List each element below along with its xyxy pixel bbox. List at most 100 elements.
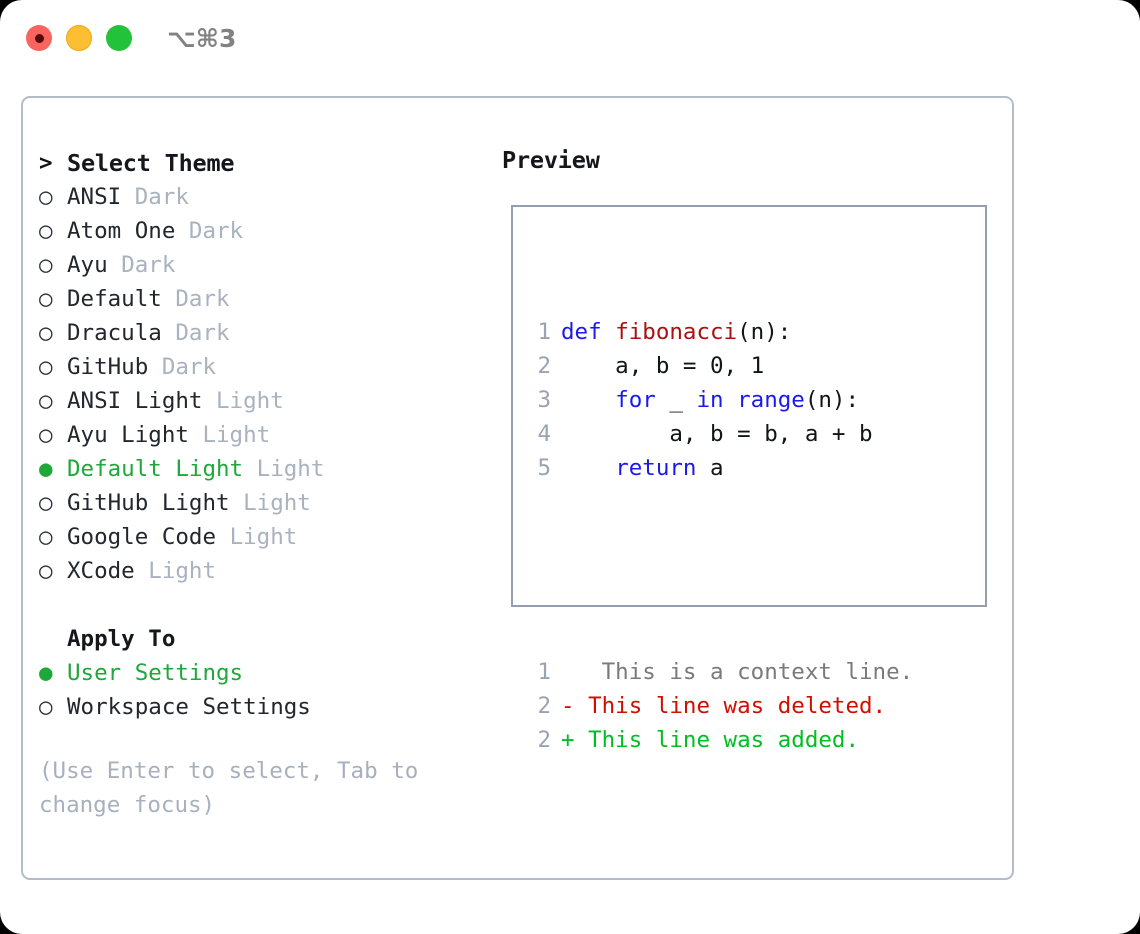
space	[135, 554, 149, 588]
apply-to-option-label: User Settings	[67, 660, 244, 686]
close-button[interactable]	[26, 25, 52, 51]
theme-list-item[interactable]: ○Ayu Dark	[39, 248, 469, 282]
keyboard-shortcut-label: ⌥⌘3	[167, 24, 237, 53]
apply-to-option-label: Workspace Settings	[67, 694, 311, 720]
line-number: 2	[537, 727, 551, 753]
code-token	[561, 383, 615, 417]
theme-list-item[interactable]: ○ Default Dark	[39, 282, 469, 316]
space	[108, 248, 122, 282]
theme-category-tag: Light	[229, 524, 298, 550]
theme-list-item[interactable]: ○ANSI Dark	[39, 180, 469, 214]
code-token	[561, 451, 615, 485]
theme-name: Atom One	[67, 218, 176, 244]
radio-selected-icon[interactable]: ●	[39, 660, 53, 686]
code-token: a, b = 0, 1	[561, 353, 765, 379]
theme-category-tag: Light	[243, 490, 311, 516]
radio-unselected-icon[interactable]: ○	[39, 388, 53, 414]
select-theme-header: > Select Theme	[39, 146, 469, 180]
apply-to-option[interactable]: ○ Workspace Settings	[39, 690, 469, 724]
theme-list: ○ANSI Dark○Atom One Dark○Ayu Dark○Defaul…	[39, 180, 469, 588]
space	[202, 384, 216, 418]
space	[216, 520, 230, 554]
apply-to-option[interactable]: ● User Settings	[39, 656, 469, 690]
space	[230, 486, 244, 520]
title-bar: ⌥⌘3	[0, 0, 1140, 78]
code-line: 4 a, b = b, a + b	[527, 417, 913, 451]
code-token: (n):	[804, 387, 860, 413]
line-number: 2	[537, 353, 551, 379]
code-token: a, b = b, a + b	[561, 421, 873, 447]
space	[175, 214, 189, 248]
code-token: def	[561, 319, 616, 345]
diff-line: 2+ This line was added.	[527, 723, 913, 757]
theme-list-item[interactable]: ○Atom One Dark	[39, 214, 469, 248]
theme-list-item[interactable]: ○ Dracula Dark	[39, 316, 469, 350]
theme-list-item[interactable]: ○ Ayu Light Light	[39, 418, 469, 452]
radio-unselected-icon[interactable]: ○	[39, 524, 53, 550]
minimize-button[interactable]	[66, 25, 92, 51]
theme-category-tag: Dark	[175, 320, 230, 346]
radio-unselected-icon[interactable]: ○	[39, 694, 53, 720]
diff-text: This line was deleted.	[574, 693, 887, 719]
theme-list-item[interactable]: ○ GitHub Light Light	[39, 486, 469, 520]
code-token: _	[655, 387, 697, 413]
diff-text: This line was added.	[574, 727, 860, 753]
radio-unselected-icon[interactable]: ○	[39, 252, 53, 278]
theme-name: ANSI Light	[67, 388, 203, 414]
maximize-button[interactable]	[106, 25, 132, 51]
radio-unselected-icon[interactable]: ○	[39, 354, 53, 380]
theme-name: Ayu Light	[67, 422, 189, 448]
theme-name: Ayu	[67, 252, 108, 278]
prompt-caret-icon: >	[39, 150, 53, 176]
theme-category-tag: Light	[256, 456, 325, 482]
theme-name: GitHub	[67, 354, 149, 380]
space	[162, 282, 176, 316]
code-line: 2 a, b = 0, 1	[527, 349, 913, 383]
radio-unselected-icon[interactable]: ○	[39, 218, 53, 244]
select-theme-title: Select Theme	[67, 149, 235, 177]
keyboard-hint: (Use Enter to select, Tab to change focu…	[39, 758, 419, 818]
theme-list-item[interactable]: ●Default Light Light	[39, 452, 469, 486]
diff-line: 1 This is a context line.	[527, 655, 913, 689]
apply-to-list: ● User Settings ○ Workspace Settings	[39, 656, 469, 724]
code-token: fibonacci	[615, 319, 738, 345]
code-line: 5 return a	[527, 451, 913, 485]
radio-unselected-icon[interactable]: ○	[39, 558, 53, 584]
theme-name: XCode	[67, 558, 135, 584]
line-number: 3	[537, 387, 551, 413]
preview-title: Preview	[502, 146, 600, 174]
theme-name: Google Code	[67, 524, 217, 550]
radio-unselected-icon[interactable]: ○	[39, 286, 53, 312]
theme-list-item[interactable]: ○GitHub Dark	[39, 350, 469, 384]
theme-category-tag: Dark	[175, 286, 230, 312]
theme-name: ANSI	[67, 184, 122, 210]
radio-unselected-icon[interactable]: ○	[39, 320, 53, 346]
theme-list-item[interactable]: ○XCode Light	[39, 554, 469, 588]
diff-marker	[561, 655, 575, 689]
radio-unselected-icon[interactable]: ○	[39, 490, 53, 516]
diff-sample: 1 This is a context line. 2- This line wa…	[527, 655, 913, 757]
theme-name: Default	[67, 286, 162, 312]
theme-name: GitHub Light	[67, 490, 230, 516]
line-number: 5	[537, 455, 551, 481]
code-token: (n):	[737, 319, 792, 345]
space	[243, 452, 257, 486]
theme-category-tag: Light	[202, 422, 271, 448]
theme-list-item[interactable]: ○ Google Code Light	[39, 520, 469, 554]
code-token	[724, 383, 738, 417]
code-token: range	[737, 387, 805, 413]
apply-to-label: Apply To	[67, 626, 176, 652]
diff-marker: -	[561, 693, 575, 719]
radio-selected-icon[interactable]: ●	[39, 456, 53, 482]
code-token: return	[615, 455, 697, 481]
apply-to-header: ○ Apply To	[39, 622, 469, 656]
radio-unselected-icon[interactable]: ○	[39, 422, 53, 448]
theme-name: Dracula	[67, 320, 162, 346]
theme-list-item[interactable]: ○ANSI Light Light	[39, 384, 469, 418]
radio-unselected-icon[interactable]: ○	[39, 184, 53, 210]
space	[189, 418, 203, 452]
spacer-icon: ○	[39, 622, 67, 656]
diff-text: This is a context line.	[574, 659, 914, 685]
